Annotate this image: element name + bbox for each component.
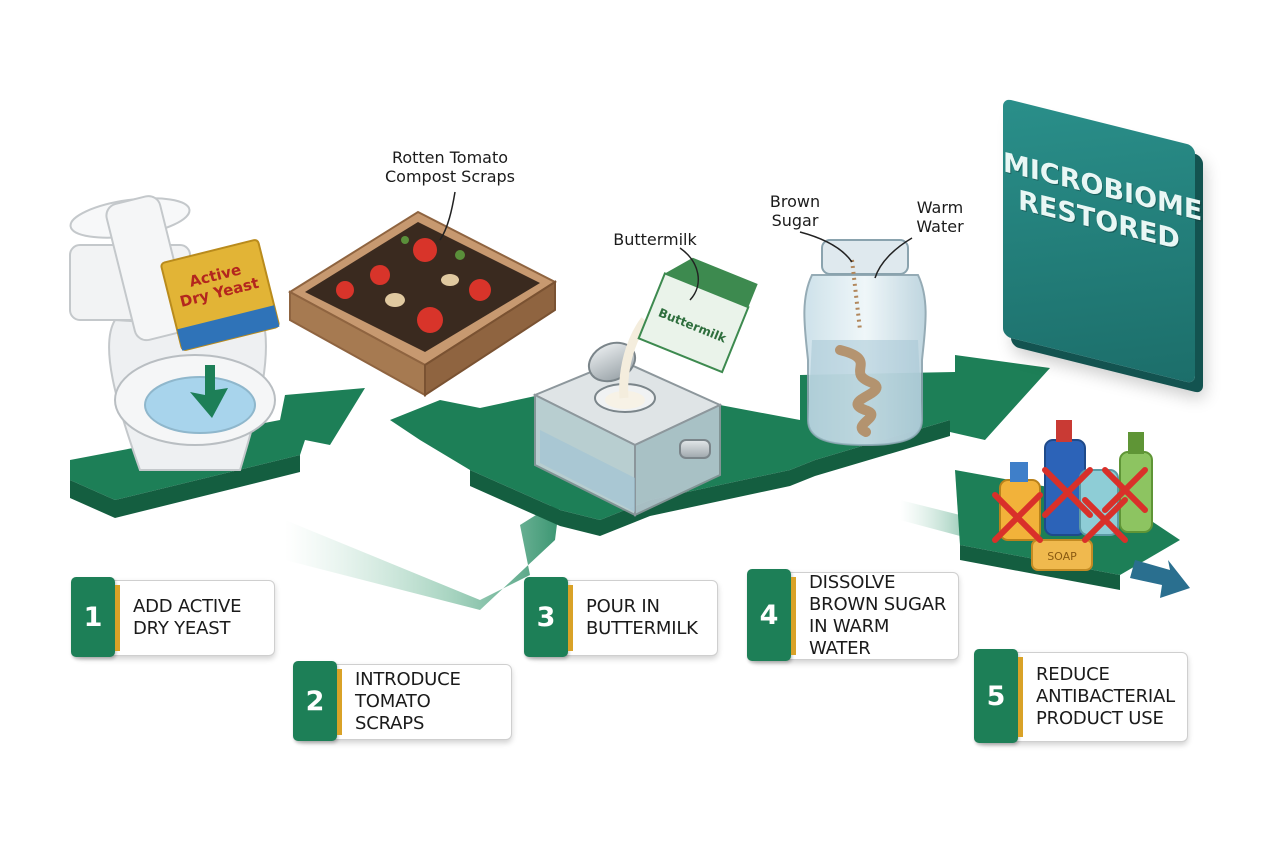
step-card-5: 5 REDUCE ANTIBACTERIAL PRODUCT USE	[974, 649, 1188, 743]
jar-icon	[803, 239, 927, 447]
step-number-1: 1	[71, 577, 115, 657]
step-card-1: 1 ADD ACTIVE DRY YEAST	[71, 577, 275, 657]
septic-tank-icon	[532, 317, 723, 517]
label-pointers	[439, 191, 913, 301]
step-card-4: 4 DISSOLVE BROWN SUGAR IN WARM WATER	[747, 569, 959, 661]
step-accent-bar	[115, 585, 120, 651]
step-text-2: INTRODUCE TOMATO SCRAPS	[355, 669, 461, 734]
step-card-3: 3 POUR IN BUTTERMILK	[524, 577, 718, 657]
compost-label: Rotten Tomato Compost Scraps	[384, 148, 515, 186]
buttermilk-carton-icon: Buttermilk	[637, 257, 758, 374]
yeast-packet-icon: ActiveDry Yeast	[160, 239, 280, 351]
step-accent-bar	[1018, 657, 1023, 737]
tomato-scraps	[336, 236, 491, 333]
step-card-2: 2 INTRODUCE TOMATO SCRAPS	[293, 661, 512, 741]
cleaning-bottles-icon: SOAP	[992, 420, 1153, 571]
red-cross-icon	[992, 467, 1148, 543]
step-number-5: 5	[974, 649, 1018, 743]
step-accent-bar	[337, 669, 342, 735]
step-text-1: ADD ACTIVE DRY YEAST	[133, 596, 242, 639]
step-number-3: 3	[524, 577, 568, 657]
buttermilk-label: Buttermilk	[613, 230, 697, 249]
compost-box-icon	[288, 210, 558, 397]
soap-label: SOAP	[1047, 550, 1077, 563]
step-number-2: 2	[293, 661, 337, 741]
brown-sugar-label: Brown Sugar	[769, 192, 821, 230]
step-accent-bar	[568, 585, 573, 651]
step-text-3: POUR IN BUTTERMILK	[586, 596, 698, 639]
warm-water-label: Warm Water	[916, 198, 964, 236]
step-text-4: DISSOLVE BROWN SUGAR IN WARM WATER	[809, 572, 947, 659]
toilet-icon	[69, 195, 276, 471]
step-accent-bar	[791, 577, 796, 655]
step-number-4: 4	[747, 569, 791, 661]
step-text-5: REDUCE ANTIBACTERIAL PRODUCT USE	[1036, 664, 1175, 729]
